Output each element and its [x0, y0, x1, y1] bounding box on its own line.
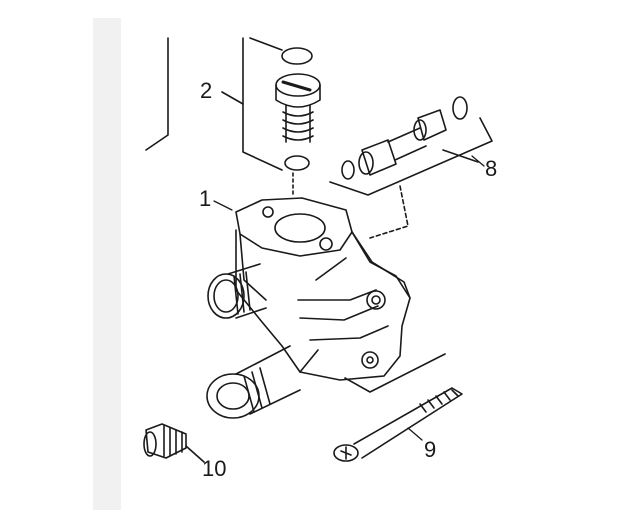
- o-ring-bottom: [284, 155, 310, 171]
- callout-10: 10: [202, 456, 226, 481]
- left-gray-strip: [93, 18, 121, 510]
- leader-lines: [213, 155, 485, 441]
- callout-9: 9: [424, 437, 436, 462]
- callout-1: 1: [199, 186, 211, 211]
- o-ring-top: [281, 47, 313, 65]
- callout-2: 2: [200, 78, 212, 103]
- part-2-valve-assembly: [221, 37, 321, 196]
- part-1-pump-housing: [206, 197, 446, 419]
- part-8-piston-assembly: [329, 96, 493, 239]
- part-9-bolt: [333, 387, 463, 462]
- callout-8: 8: [485, 156, 497, 181]
- part-10-plug: [143, 423, 205, 463]
- left-housing-edge: [145, 37, 169, 151]
